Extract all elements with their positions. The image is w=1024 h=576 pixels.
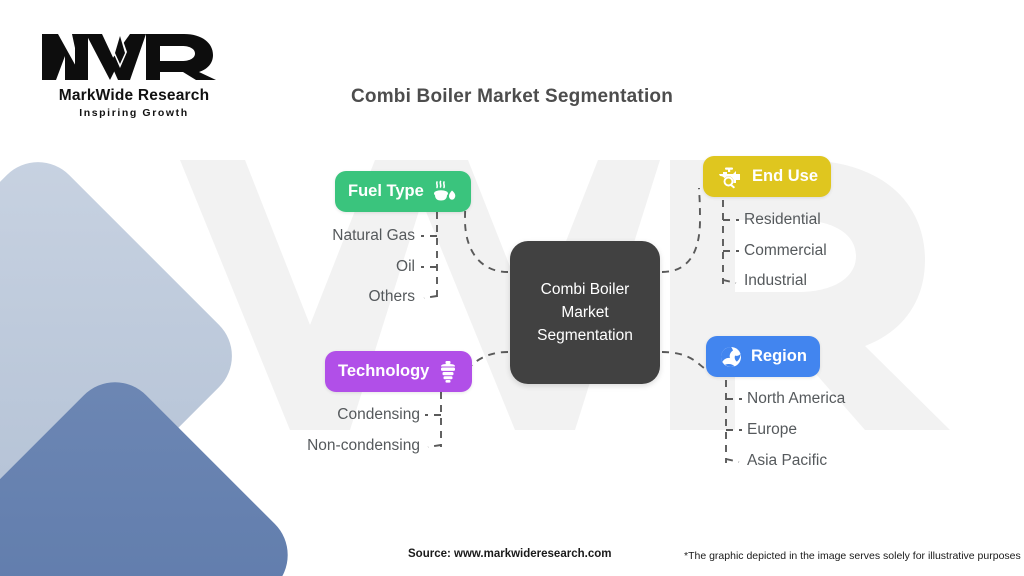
branch-node-region[interactable]: Region xyxy=(706,336,820,377)
connector-fuel-type xyxy=(464,187,509,273)
gas-burner-icon xyxy=(432,180,458,204)
leaf-end-residential: Residential xyxy=(744,211,821,228)
branch-node-fuel-type[interactable]: Fuel Type xyxy=(335,171,471,212)
branch-label-end-use: End Use xyxy=(752,167,819,185)
leaf-region-north-america: North America xyxy=(747,390,846,407)
center-node-line-2: Market xyxy=(561,304,609,321)
leaf-fuel-natural-gas: Natural Gas xyxy=(332,227,415,244)
leaf-end-commercial: Commercial xyxy=(744,242,827,259)
source-text: Source: www.markwideresearch.com xyxy=(408,548,612,560)
deco-square-dark xyxy=(0,364,306,576)
stub-tech-2 xyxy=(427,444,442,448)
logo-tagline: Inspiring Growth xyxy=(79,107,189,119)
branch-node-end-use[interactable]: End Use xyxy=(703,156,832,197)
leaf-fuel-others: Others xyxy=(368,288,415,305)
center-node[interactable]: Combi Boiler Market Segmentation xyxy=(510,241,660,384)
deco-square-light xyxy=(0,143,251,569)
center-node-line-1: Combi Boiler xyxy=(540,281,630,298)
leaf-end-industrial: Industrial xyxy=(744,272,807,289)
branch-label-fuel-type: Fuel Type xyxy=(348,182,424,200)
branch-node-technology[interactable]: Technology xyxy=(325,351,473,392)
branch-label-technology: Technology xyxy=(338,362,430,380)
disclaimer-text: *The graphic depicted in the image serve… xyxy=(684,550,1021,562)
connector-region xyxy=(661,351,705,369)
stub-region-3 xyxy=(725,458,740,463)
engine-search-icon xyxy=(716,165,744,189)
boiler-icon xyxy=(437,360,459,384)
globe-icon xyxy=(719,345,743,369)
leaf-tech-non-condensing: Non-condensing xyxy=(307,437,420,454)
center-node-line-3: Segmentation xyxy=(537,327,633,344)
page-title: Combi Boiler Market Segmentation xyxy=(350,86,674,107)
leaf-tech-condensing: Condensing xyxy=(337,406,420,423)
leaf-region-asia-pacific: Asia Pacific xyxy=(747,452,828,469)
mwr-monogram-icon xyxy=(42,32,216,80)
connector-end-use xyxy=(661,187,701,273)
leaf-region-europe: Europe xyxy=(747,421,797,438)
stub-end-3 xyxy=(722,279,737,284)
branch-label-region: Region xyxy=(751,347,807,365)
leaf-fuel-oil: Oil xyxy=(396,258,415,275)
logo-company-name: MarkWide Research xyxy=(58,87,210,104)
stub-fuel-3 xyxy=(423,295,438,299)
brand-logo: MarkWide Research Inspiring Growth xyxy=(34,28,234,119)
